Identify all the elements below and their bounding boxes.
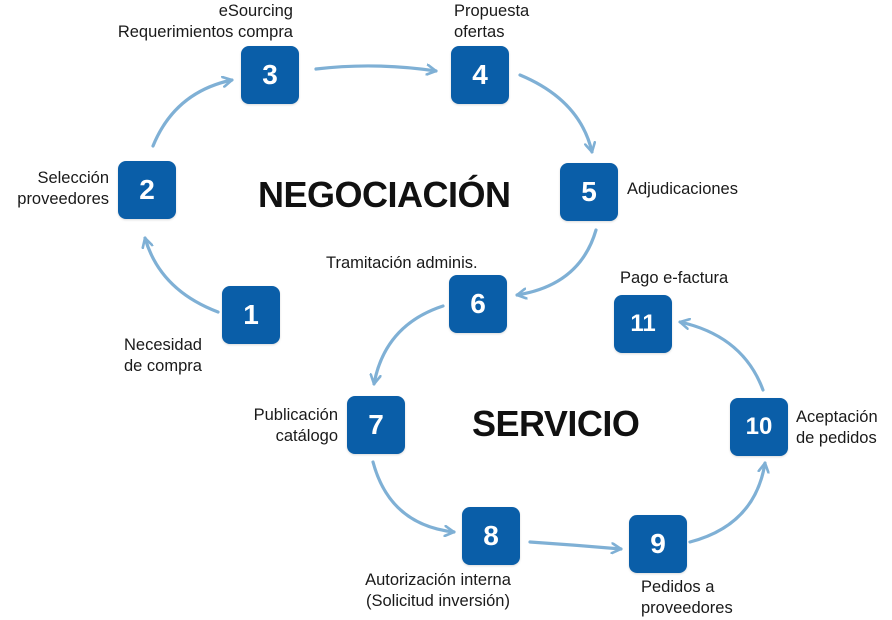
arrow-10-to-11 [678, 322, 765, 392]
step-8-label: Autorización interna(Solicitud inversión… [365, 571, 511, 610]
step-7-box: 7 [347, 396, 405, 454]
arrow-2-to-3 [151, 80, 234, 148]
arrow-5-to-6 [515, 228, 598, 295]
step-9-box: 9 [629, 515, 687, 573]
step-4-box: 4 [451, 46, 509, 104]
step-6-box: 6 [449, 275, 507, 333]
step-10-box: 10 [730, 398, 788, 456]
step-5-box: 5 [560, 163, 618, 221]
step-1-box: 1 [222, 286, 280, 344]
arrow-9-to-10 [688, 461, 765, 544]
step-11-label: Pago e-factura [620, 269, 729, 287]
arrow-8-to-9 [528, 540, 623, 549]
step-6-label: Tramitación adminis. [326, 254, 478, 272]
step-3-box: 3 [241, 46, 299, 104]
step-2-box: 2 [118, 161, 176, 219]
arrow-3-to-4 [314, 66, 438, 71]
arrow-7-to-8 [371, 460, 456, 532]
arrow-4-to-5 [518, 73, 592, 154]
arrow-6-to-7 [374, 304, 445, 386]
step-8-box: 8 [462, 507, 520, 565]
phase-negotiation-title: NEGOCIACIÓN [258, 174, 511, 215]
step-5-label: Adjudicaciones [627, 180, 738, 198]
phase-service-title: SERVICIO [472, 403, 640, 444]
arrow-1-to-2 [145, 236, 220, 314]
step-11-box: 11 [614, 295, 672, 353]
